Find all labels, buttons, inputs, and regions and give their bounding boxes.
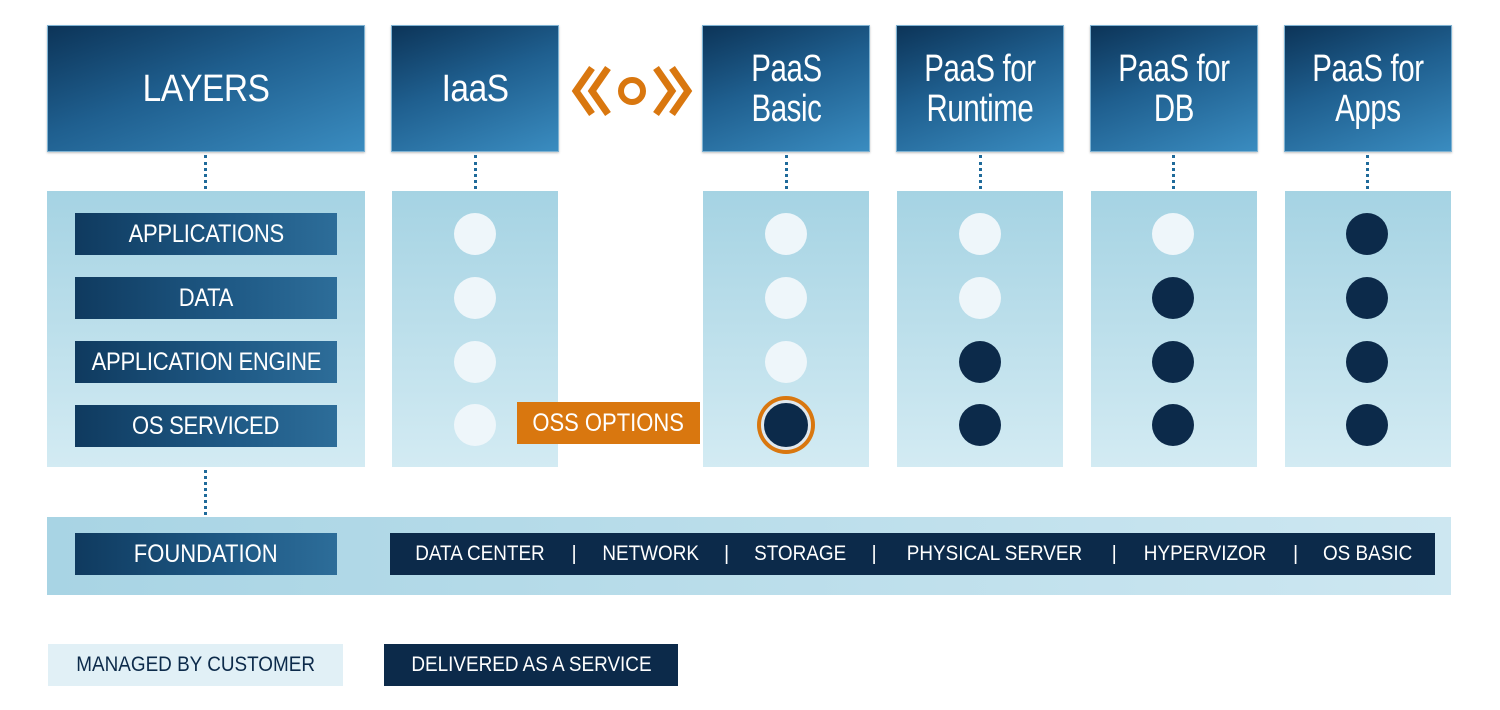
header-iaas: IaaS xyxy=(391,25,559,152)
header-layers-label: LAYERS xyxy=(142,67,270,110)
status-circle-paas-runtime-application-engine xyxy=(959,341,1001,383)
legend-service-label: DELIVERED AS A SERVICE xyxy=(410,653,652,676)
header-paas-apps-line2: Apps xyxy=(1335,87,1401,130)
layer-application-engine-label: APPLICATION ENGINE xyxy=(91,347,321,376)
foundation-item-data-center: DATA CENTER xyxy=(414,542,545,565)
status-circle-iaas-applications xyxy=(454,213,496,255)
foundation-item-os-basic: OS BASIC xyxy=(1323,542,1413,565)
status-circle-paas-db-data xyxy=(1152,277,1194,319)
foundation-label-box: FOUNDATION xyxy=(75,533,337,575)
foundation-item-network: NETWORK xyxy=(602,542,699,565)
status-circle-paas-db-os-serviced xyxy=(1152,404,1194,446)
legend-customer-label: MANAGED BY CUSTOMER xyxy=(76,653,315,676)
header-paas-db-line2: DB xyxy=(1153,87,1195,130)
foundation-separator: | xyxy=(1293,542,1299,565)
status-circle-paas-runtime-data xyxy=(959,277,1001,319)
status-circle-iaas-os-serviced xyxy=(454,404,496,446)
foundation-item-physical-server: PHYSICAL SERVER xyxy=(906,542,1082,565)
connector-line-paas-basic xyxy=(785,155,788,189)
foundation-separator: | xyxy=(724,542,730,565)
header-iaas-label: IaaS xyxy=(441,67,509,110)
status-circle-paas-basic-os-serviced xyxy=(761,400,811,450)
status-circle-paas-db-application-engine xyxy=(1152,341,1194,383)
header-paas-runtime-line2: Runtime xyxy=(926,87,1034,130)
connector-line-paas-db xyxy=(1172,155,1175,189)
status-circle-paas-basic-applications xyxy=(765,213,807,255)
layer-data: DATA xyxy=(75,277,337,319)
connector-line-foundation xyxy=(204,470,207,515)
layer-applications-label: APPLICATIONS xyxy=(128,219,284,248)
status-circle-paas-runtime-os-serviced xyxy=(959,404,1001,446)
foundation-separator: | xyxy=(871,542,877,565)
foundation-item-hypervizor: HYPERVIZOR xyxy=(1143,542,1267,565)
layer-application-engine: APPLICATION ENGINE xyxy=(75,341,337,383)
foundation-label: FOUNDATION xyxy=(134,539,278,568)
header-paas-apps-line1: PaaS for xyxy=(1312,47,1424,90)
foundation-separator: | xyxy=(1111,542,1117,565)
connector-line-iaas xyxy=(474,155,477,189)
layer-os-serviced: OS SERVICED xyxy=(75,405,337,447)
status-circle-paas-basic-data xyxy=(765,277,807,319)
foundation-bar: DATA CENTER | NETWORK | STORAGE | PHYSIC… xyxy=(390,533,1435,575)
status-circle-paas-apps-os-serviced xyxy=(1346,404,1388,446)
header-paas-basic-line2: Basic xyxy=(750,87,822,130)
status-circle-paas-apps-applications xyxy=(1346,213,1388,255)
status-circle-paas-apps-application-engine xyxy=(1346,341,1388,383)
oss-options-label: OSS OPTIONS xyxy=(532,408,685,437)
foundation-separator: | xyxy=(571,542,577,565)
status-circle-paas-apps-data xyxy=(1346,277,1388,319)
status-circle-paas-db-applications xyxy=(1152,213,1194,255)
connector-line-paas-apps xyxy=(1366,155,1369,189)
layer-data-label: DATA xyxy=(178,283,234,312)
connector-line-paas-runtime xyxy=(979,155,982,189)
status-circle-iaas-data xyxy=(454,277,496,319)
header-paas-basic-line1: PaaS xyxy=(750,47,822,90)
status-circle-iaas-application-engine xyxy=(454,341,496,383)
legend-managed-by-customer: MANAGED BY CUSTOMER xyxy=(48,644,343,686)
double-chevron-circle-icon xyxy=(571,66,693,116)
header-paas-runtime-line1: PaaS for xyxy=(924,47,1036,90)
status-circle-paas-runtime-applications xyxy=(959,213,1001,255)
legend-delivered-as-service: DELIVERED AS A SERVICE xyxy=(384,644,678,686)
foundation-item-storage: STORAGE xyxy=(754,542,847,565)
header-paas-db-line1: PaaS for xyxy=(1118,47,1230,90)
header-layers: LAYERS xyxy=(47,25,365,152)
layer-os-serviced-label: OS SERVICED xyxy=(132,411,280,440)
layer-applications: APPLICATIONS xyxy=(75,213,337,255)
oss-options-badge: OSS OPTIONS xyxy=(517,402,700,444)
connector-line-layers xyxy=(204,155,207,189)
status-circle-paas-basic-application-engine xyxy=(765,341,807,383)
